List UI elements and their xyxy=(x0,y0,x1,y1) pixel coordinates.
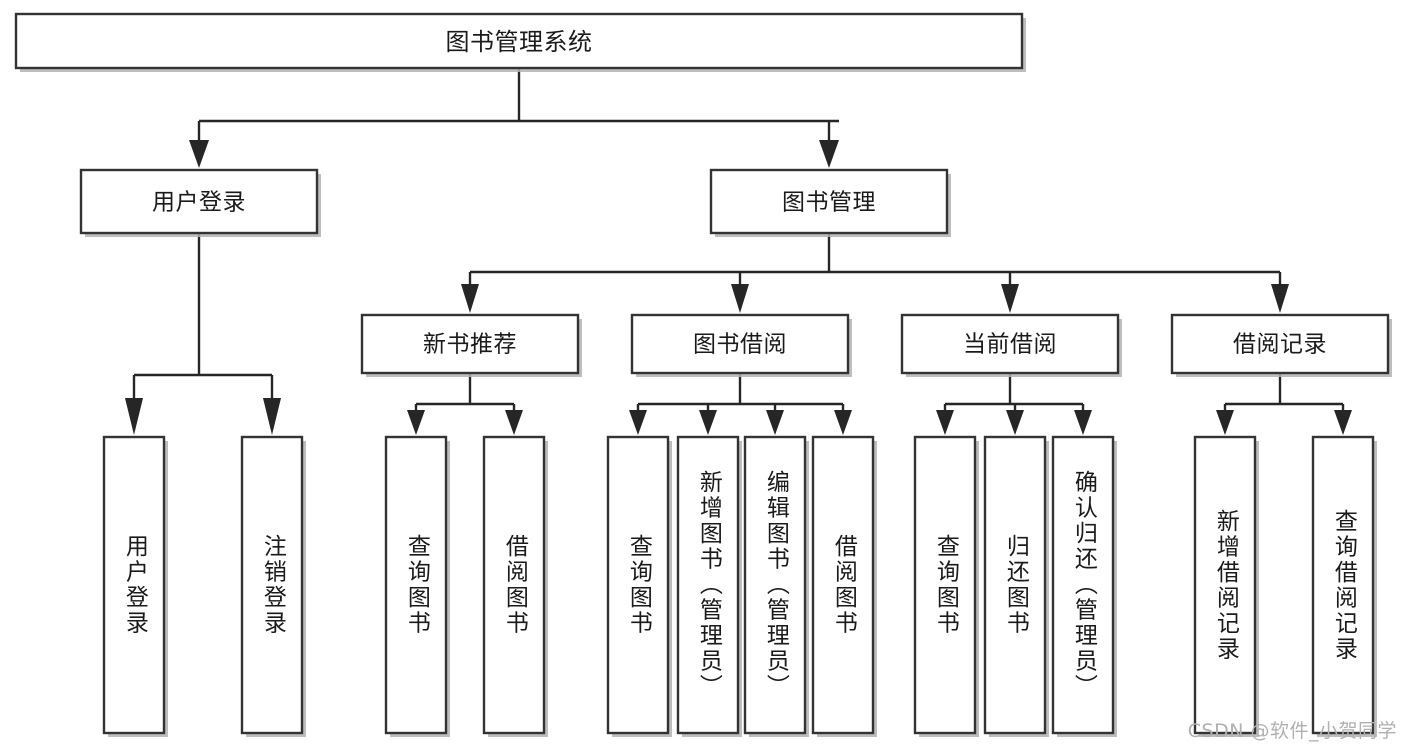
arrowhead-new-book-rec xyxy=(461,284,479,313)
node-leaf-return-book[interactable] xyxy=(983,435,1047,735)
label-user-login: 用户登录 xyxy=(152,190,246,216)
label-root: 图书管理系统 xyxy=(446,28,593,56)
arrowhead-leaf-user-logout xyxy=(263,398,281,435)
arrowhead-leaf-edit-book xyxy=(766,410,784,435)
arrowhead-leaf-query-book-1 xyxy=(407,410,425,435)
node-book-borrow[interactable] xyxy=(630,313,850,375)
arrowhead-borrow-record xyxy=(1271,284,1289,313)
node-leaf-user-logout[interactable] xyxy=(240,435,304,735)
edge-layer xyxy=(125,68,1352,435)
node-root[interactable] xyxy=(14,12,1024,70)
node-label-layer: 图书管理系统 用户登录 图书管理 新书推荐 图书借阅 当前借阅 借阅记录 xyxy=(152,28,1327,358)
node-leaf-query-book-1[interactable] xyxy=(384,435,448,735)
arrowhead-leaf-user-login xyxy=(125,398,143,435)
node-box-layer xyxy=(14,12,1390,735)
arrowhead-leaf-borrow-book-1 xyxy=(505,410,523,435)
node-leaf-add-record[interactable] xyxy=(1193,435,1257,735)
label-current-borrow: 当前借阅 xyxy=(963,332,1057,358)
node-leaf-borrow-book-2[interactable] xyxy=(811,435,875,735)
node-new-book-rec[interactable] xyxy=(360,313,580,375)
arrowhead-leaf-return-book xyxy=(1006,410,1024,435)
node-book-manage[interactable] xyxy=(709,168,949,235)
label-book-manage: 图书管理 xyxy=(782,190,876,216)
node-user-login[interactable] xyxy=(79,168,319,235)
label-new-book-rec: 新书推荐 xyxy=(423,332,517,358)
node-leaf-borrow-book-1[interactable] xyxy=(482,435,546,735)
arrowhead-book-manage xyxy=(819,140,839,168)
label-book-borrow: 图书借阅 xyxy=(693,332,787,358)
arrowhead-user-login xyxy=(189,140,209,168)
arrowhead-leaf-query-book-2 xyxy=(629,410,647,435)
arrowhead-book-borrow xyxy=(731,284,749,313)
arrowhead-leaf-add-book xyxy=(699,410,717,435)
node-leaf-query-record[interactable] xyxy=(1311,435,1375,735)
node-leaf-edit-book[interactable] xyxy=(743,435,807,735)
arrowhead-leaf-add-record xyxy=(1216,410,1234,435)
arrowhead-current-borrow xyxy=(1001,284,1019,313)
node-current-borrow[interactable] xyxy=(900,313,1120,375)
node-borrow-record[interactable] xyxy=(1170,313,1390,375)
label-borrow-record: 借阅记录 xyxy=(1233,332,1327,358)
node-leaf-confirm-return[interactable] xyxy=(1051,435,1115,735)
node-leaf-query-book-2[interactable] xyxy=(606,435,670,735)
node-leaf-query-book-3[interactable] xyxy=(913,435,977,735)
node-leaf-user-login[interactable] xyxy=(102,435,166,735)
arrowhead-leaf-borrow-book-2 xyxy=(834,410,852,435)
node-leaf-add-book[interactable] xyxy=(676,435,740,735)
arrowhead-leaf-query-book-3 xyxy=(936,410,954,435)
arrowhead-leaf-confirm-return xyxy=(1074,410,1092,435)
arrowhead-leaf-query-record xyxy=(1334,410,1352,435)
csdn-watermark: CSDN @软件_小贺同学 xyxy=(1187,720,1397,742)
